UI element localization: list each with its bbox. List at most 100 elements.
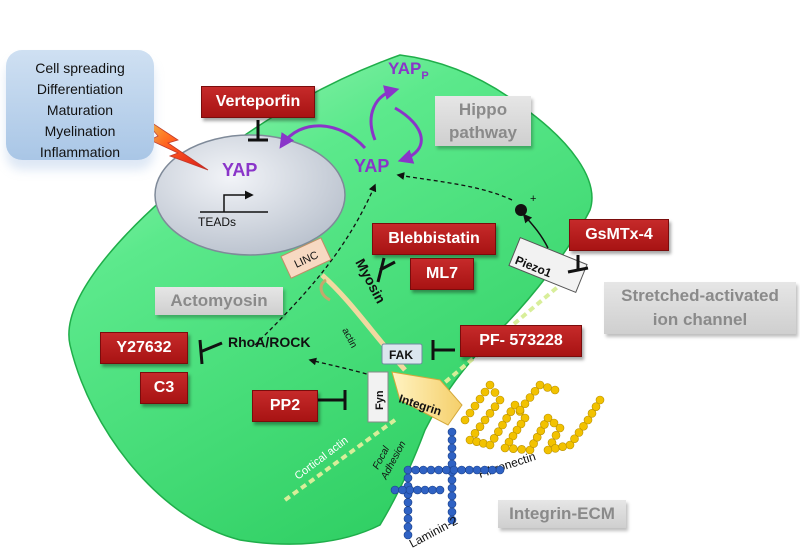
ml7-box: ML7 [410, 258, 474, 290]
lightning-bolt-icon [139, 114, 209, 171]
yap-p-subscript: P [421, 70, 428, 82]
ecm-bead [520, 413, 530, 423]
ecm-bead [447, 483, 457, 493]
laminin2-chain [390, 427, 505, 540]
ecm-bead [489, 434, 499, 443]
outcome-item: Inflammation [39, 144, 121, 160]
fak-label: FAK [389, 348, 413, 362]
yap-dephospho-arrow [394, 106, 423, 164]
ecm-bead [495, 395, 505, 405]
actomyosin-box: Actomyosin [155, 287, 283, 315]
ecm-bead [411, 465, 420, 475]
ecm-bead [398, 485, 407, 495]
yap-nucleus-label: YAP [222, 160, 257, 180]
ecm-bead [465, 408, 475, 418]
ecm-bead [403, 530, 413, 540]
yap-cytoplasm-label: YAP [354, 156, 389, 176]
ecm-bead [551, 431, 561, 440]
cation-plus: + [530, 193, 536, 205]
pp2-inhibition [318, 390, 347, 410]
ecm-bead [579, 421, 588, 431]
ecm-bead [498, 420, 507, 430]
ecm-bead [413, 485, 422, 495]
ecm-bead [525, 445, 535, 455]
ecm-bead [574, 428, 584, 437]
cation-dot [515, 204, 527, 216]
pp2-box: PP2 [252, 390, 318, 422]
ecm-bead [460, 415, 470, 425]
ecm-bead [447, 475, 457, 485]
ecm-bead [447, 499, 457, 509]
ecm-bead [480, 387, 490, 397]
ecm-bead [447, 443, 457, 453]
ecm-bead [485, 409, 495, 418]
ecm-bead [529, 439, 538, 448]
pf573228-box: PF- 573228 [460, 325, 582, 357]
ecm-bead [447, 491, 457, 501]
ecm-bead [543, 383, 552, 392]
ml7-inhibition [376, 257, 396, 283]
fyn-label: Fyn [374, 390, 386, 410]
ecm-bead [480, 465, 489, 475]
actomyosin-to-yap-arrow [254, 183, 377, 346]
ecm-bead [470, 401, 480, 411]
gene-promoter-arrow [200, 195, 268, 213]
y27632-inhibition [198, 339, 223, 365]
yap-p-label: YAPP [388, 59, 429, 82]
ecm-bead [532, 432, 542, 442]
outcome-item: Maturation [46, 102, 114, 118]
ecm-bead [500, 443, 510, 453]
ecm-bead [540, 420, 549, 429]
ecm-bead [472, 465, 482, 475]
teads-label: TEADs [198, 215, 236, 229]
ecm-bead [426, 465, 436, 475]
yap-import-arrow [279, 124, 367, 149]
piezo1-channel: Piezo1 [508, 236, 588, 294]
ecm-bead [530, 386, 540, 396]
ecm-bead [587, 409, 597, 418]
ecm-bead [480, 415, 490, 425]
integrin-ecm-box: Integrin-ECM [498, 500, 626, 528]
ecm-bead [403, 473, 413, 483]
ecm-bead [543, 413, 553, 423]
ecm-bead [447, 451, 457, 461]
ecm-bead [555, 423, 565, 433]
outcome-item: Differentiation [36, 81, 124, 97]
ecm-bead [470, 429, 480, 438]
ecm-bead [403, 465, 413, 475]
ecm-bead [543, 445, 553, 455]
ecm-bead [517, 445, 526, 454]
ecm-bead [390, 485, 400, 495]
ecm-bead [506, 407, 516, 416]
myosin-head [319, 278, 331, 302]
verteporfin-inhibition [248, 120, 268, 142]
ecm-bead [591, 402, 601, 411]
outcome-item: Cell spreading [35, 60, 125, 76]
ecm-bead [435, 485, 445, 495]
ecm-bead [428, 485, 437, 495]
ecm-bead [550, 385, 560, 395]
fak-protein: FAK [381, 343, 423, 365]
ecm-bead [595, 395, 605, 405]
cortical-actin-line [283, 418, 397, 502]
ecm-bead [525, 393, 535, 402]
linc-complex: LINC [280, 237, 332, 279]
ecm-bead [434, 465, 443, 475]
ecm-bead [475, 422, 485, 431]
stretch-channel-box: Stretched-activated ion channel [604, 282, 796, 334]
stretch-channel-line1: Stretched-activated [621, 286, 779, 305]
ecm-bead [495, 465, 505, 475]
gsmtx-inhibition [567, 255, 589, 274]
ecm-bead [465, 465, 474, 475]
ecm-bead [565, 440, 575, 450]
fyn-protein: Fyn [367, 371, 389, 423]
ecm-bead [515, 405, 525, 415]
ecm-bead [403, 522, 413, 532]
ecm-bead [442, 465, 451, 475]
ecm-bead [490, 388, 500, 397]
ecm-bead [405, 485, 415, 495]
fibronectin-chain [460, 380, 605, 455]
ecm-bead [536, 426, 546, 436]
ecm-bead [447, 515, 457, 525]
ecm-bead [508, 431, 518, 441]
